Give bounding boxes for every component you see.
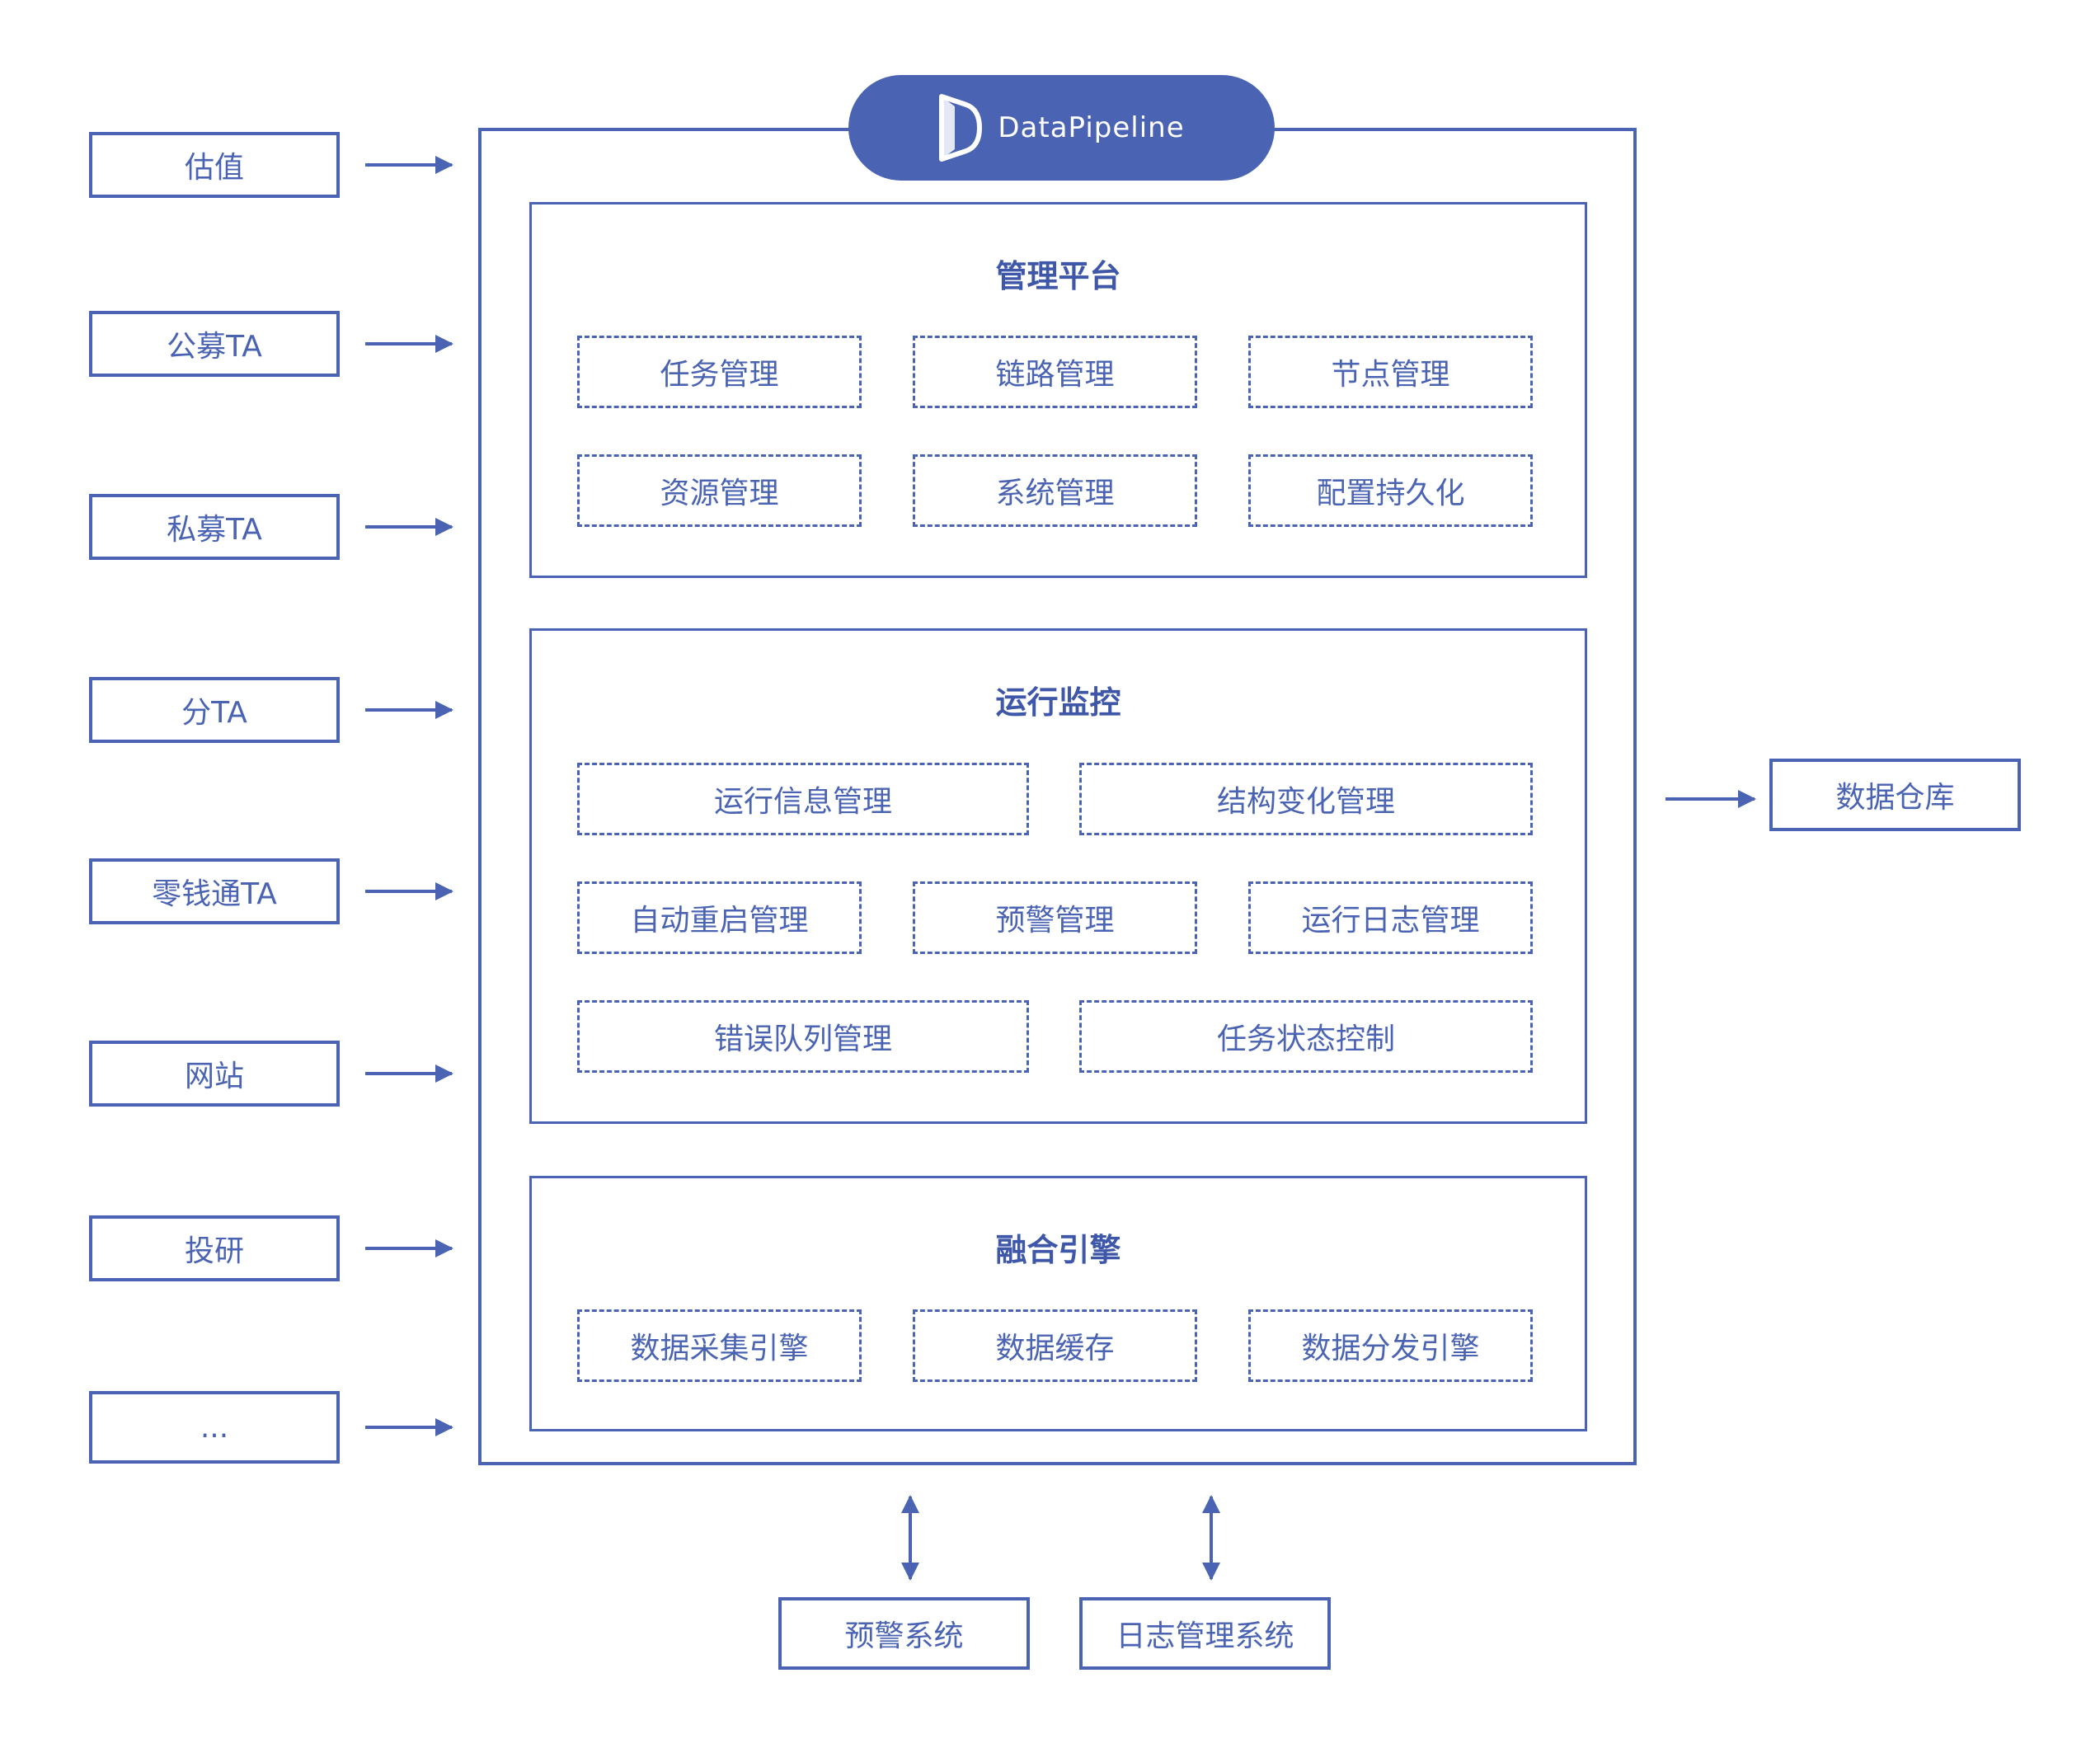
module-label: 错误队列管理 <box>713 1022 892 1056</box>
source-label: 公募TA <box>167 330 262 364</box>
module-label: 自动重启管理 <box>630 904 809 938</box>
datapipeline-logo-icon <box>939 94 983 162</box>
source-more: ... <box>89 1391 340 1464</box>
module-error-queue: 错误队列管理 <box>577 1000 1029 1073</box>
module-config-persistence: 配置持久化 <box>1248 454 1533 527</box>
source-label: ... <box>200 1410 229 1445</box>
source-branch-ta: 分TA <box>89 677 340 743</box>
module-label: 任务状态控制 <box>1216 1022 1395 1056</box>
module-task-management: 任务管理 <box>577 336 862 408</box>
module-link-management: 链路管理 <box>913 336 1197 408</box>
module-label: 数据缓存 <box>995 1332 1115 1365</box>
bottom-label: 日志管理系统 <box>1116 1619 1294 1653</box>
section-fusion-engine: 融合引擎 <box>529 1176 1587 1431</box>
section-runtime-monitoring: 运行监控 <box>529 628 1587 1124</box>
section-title: 运行监控 <box>995 684 1121 721</box>
module-label: 任务管理 <box>660 358 779 392</box>
module-schema-change: 结构变化管理 <box>1079 763 1533 835</box>
module-data-distribution-engine: 数据分发引擎 <box>1248 1309 1533 1382</box>
log-management-system: 日志管理系统 <box>1079 1597 1331 1670</box>
module-label: 预警管理 <box>995 904 1115 938</box>
logo-text: DataPipeline <box>998 111 1185 144</box>
module-label: 运行信息管理 <box>713 785 892 819</box>
module-label: 节点管理 <box>1331 358 1450 392</box>
source-label: 投研 <box>184 1234 244 1268</box>
module-runtime-info: 运行信息管理 <box>577 763 1029 835</box>
module-resource-management: 资源管理 <box>577 454 862 527</box>
module-data-cache: 数据缓存 <box>913 1309 1197 1382</box>
datapipeline-logo-badge: DataPipeline <box>848 75 1275 181</box>
module-runtime-log: 运行日志管理 <box>1248 881 1533 954</box>
source-label: 估值 <box>184 151 244 185</box>
source-website: 网站 <box>89 1041 340 1107</box>
source-label: 私募TA <box>167 513 262 547</box>
module-auto-restart: 自动重启管理 <box>577 881 862 954</box>
module-label: 链路管理 <box>995 358 1115 392</box>
source-public-fund-ta: 公募TA <box>89 311 340 377</box>
module-label: 数据采集引擎 <box>630 1332 809 1365</box>
module-system-management: 系统管理 <box>913 454 1197 527</box>
source-label: 零钱通TA <box>152 877 277 911</box>
source-lingqiantong-ta: 零钱通TA <box>89 858 340 924</box>
source-investment-research: 投研 <box>89 1215 340 1281</box>
output-data-warehouse: 数据仓库 <box>1769 759 2021 831</box>
source-private-fund-ta: 私募TA <box>89 494 340 560</box>
module-label: 配置持久化 <box>1316 477 1465 510</box>
module-label: 系统管理 <box>995 477 1115 510</box>
module-label: 结构变化管理 <box>1216 785 1395 819</box>
bottom-label: 预警系统 <box>844 1619 964 1653</box>
section-title: 融合引擎 <box>995 1232 1121 1268</box>
module-label: 资源管理 <box>660 477 779 510</box>
source-label: 分TA <box>181 696 247 730</box>
source-label: 网站 <box>184 1060 244 1093</box>
module-label: 数据分发引擎 <box>1301 1332 1480 1365</box>
module-data-collection-engine: 数据采集引擎 <box>577 1309 862 1382</box>
section-title: 管理平台 <box>995 258 1121 294</box>
module-alert-management: 预警管理 <box>913 881 1197 954</box>
output-label: 数据仓库 <box>1835 781 1955 815</box>
alert-system: 预警系统 <box>778 1597 1030 1670</box>
module-task-state-control: 任务状态控制 <box>1079 1000 1533 1073</box>
section-management-platform: 管理平台 <box>529 202 1587 578</box>
module-label: 运行日志管理 <box>1301 904 1480 938</box>
module-node-management: 节点管理 <box>1248 336 1533 408</box>
source-valuation: 估值 <box>89 132 340 198</box>
source-arrows <box>365 156 453 1436</box>
